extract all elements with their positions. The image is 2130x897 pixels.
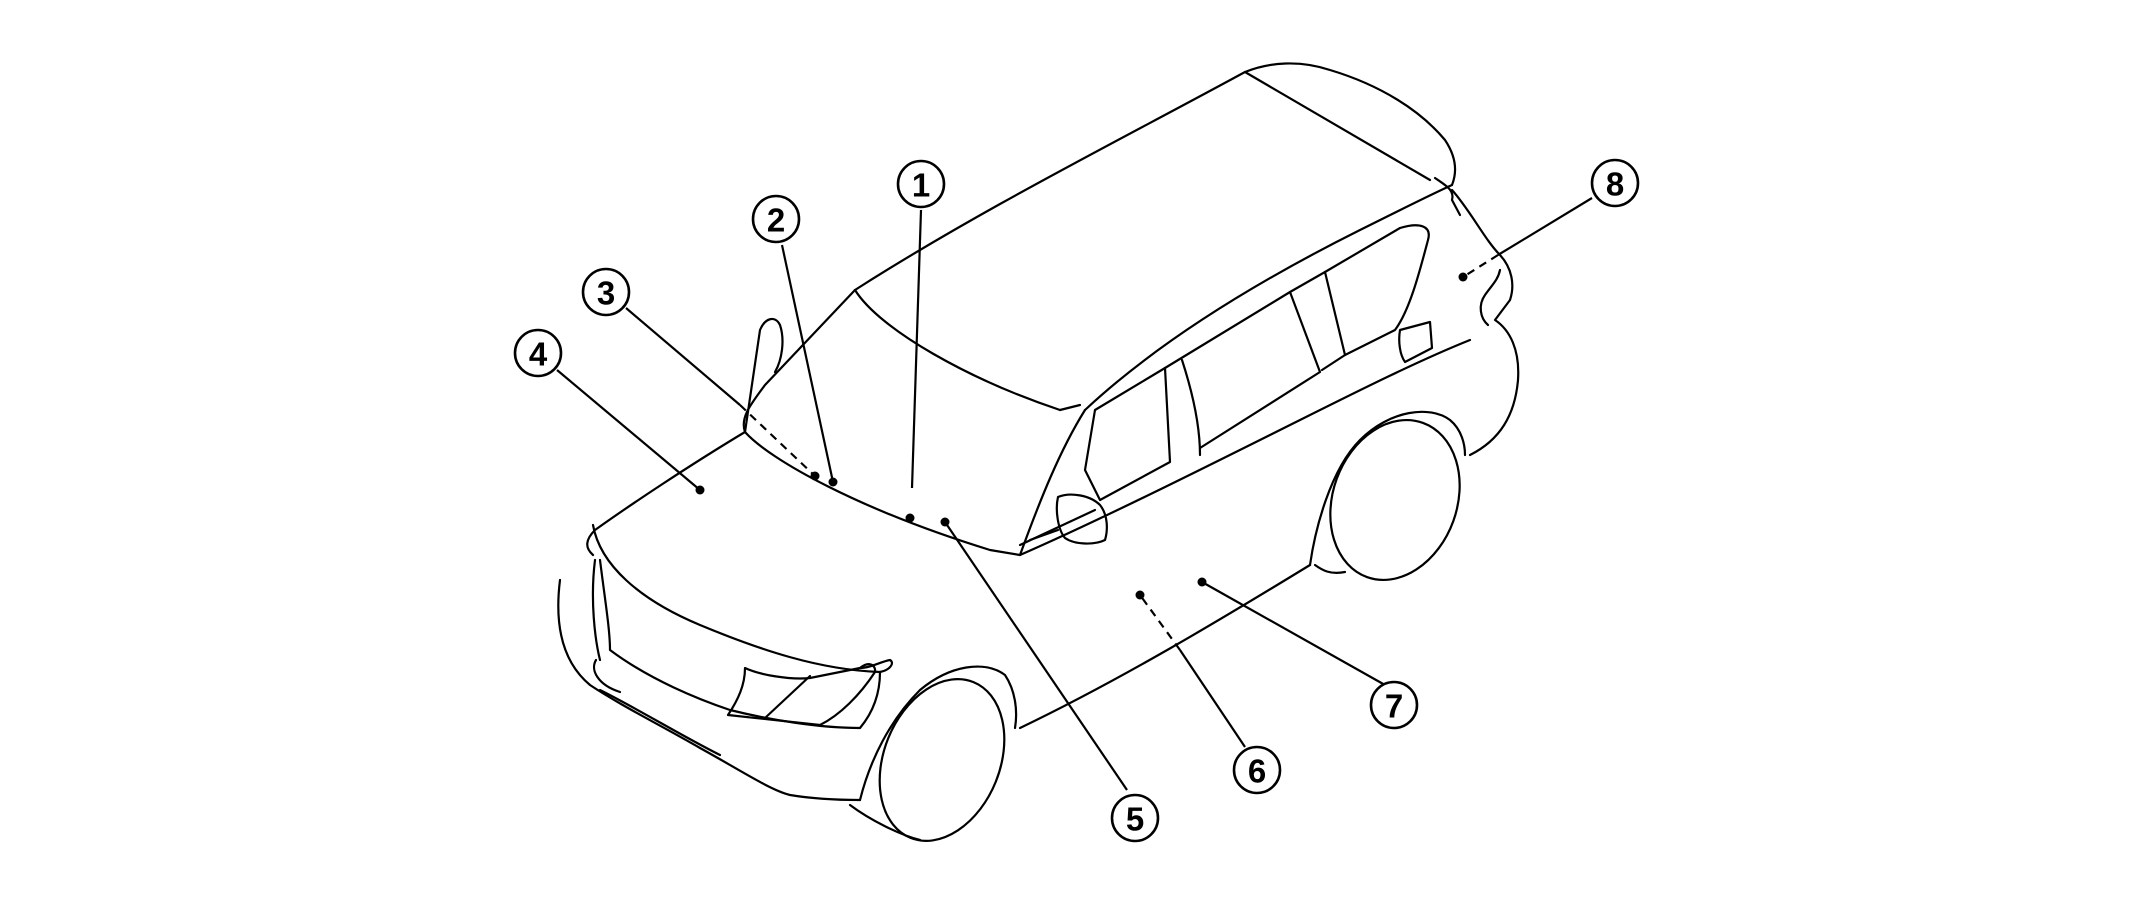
callout-4: 4: [513, 328, 563, 378]
location-dot-2: [828, 477, 838, 487]
callout-3: 3: [581, 267, 631, 317]
callout-6-label: 6: [1248, 753, 1266, 790]
callout-2-label: 2: [767, 202, 785, 239]
callout-5-label: 5: [1126, 801, 1144, 838]
location-dot-3: [810, 471, 820, 481]
callout-7: 7: [1369, 680, 1419, 730]
callout-4-label: 4: [529, 336, 548, 373]
location-dot-6: [1135, 590, 1145, 600]
leader-lines: [556, 197, 1593, 791]
callout-7-label: 7: [1385, 688, 1403, 725]
callout-3-label: 3: [597, 275, 615, 312]
location-dot-1: [905, 513, 915, 523]
location-dot-5: [940, 517, 950, 527]
callout-1: 1: [896, 159, 946, 209]
location-dot-4: [695, 485, 705, 495]
callout-1-label: 1: [912, 167, 930, 204]
callout-2: 2: [751, 194, 801, 244]
callout-5: 5: [1110, 793, 1160, 843]
location-dot-7: [1197, 577, 1207, 587]
location-dot-8: [1458, 272, 1468, 282]
callout-8-label: 8: [1606, 166, 1624, 203]
callout-8: 8: [1590, 158, 1640, 208]
vehicle-outline: [557, 62, 1520, 842]
location-dots: [695, 272, 1468, 600]
callout-6: 6: [1232, 745, 1282, 795]
